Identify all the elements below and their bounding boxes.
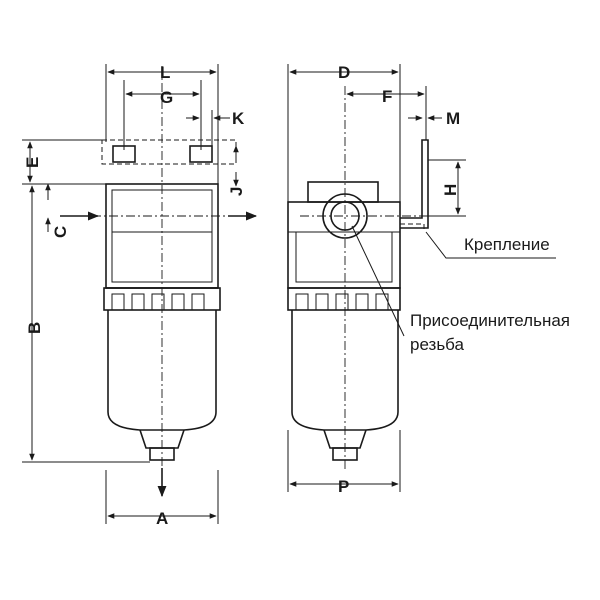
callout-port-line1: Присоединительная	[410, 311, 570, 330]
dim-G: G	[160, 88, 173, 107]
dim-P: P	[338, 477, 349, 496]
side-head-block	[287, 201, 401, 289]
dim-F: F	[382, 87, 392, 106]
side-top-boss	[307, 181, 379, 203]
dim-C: C	[51, 226, 70, 238]
dim-K: K	[232, 109, 245, 128]
dim-A: A	[156, 509, 168, 528]
dim-B: B	[25, 322, 44, 334]
dim-H: H	[441, 184, 460, 196]
front-dimensions: L G K E J C B A	[22, 63, 246, 528]
mounting-outline-dashed	[101, 139, 237, 165]
mounting-bracket	[400, 139, 429, 229]
dim-M: M	[446, 109, 460, 128]
dim-J: J	[227, 187, 246, 196]
dim-L: L	[160, 63, 170, 82]
side-view	[287, 86, 440, 470]
callout-port-line2: резьба	[410, 335, 465, 354]
callout-mounting: Крепление	[464, 235, 550, 254]
side-dimensions: D F M H P	[287, 63, 466, 496]
callouts: Крепление Присоединительная резьба	[351, 225, 570, 354]
dim-D: D	[338, 63, 350, 82]
front-view	[60, 66, 258, 498]
dim-E: E	[23, 157, 42, 168]
